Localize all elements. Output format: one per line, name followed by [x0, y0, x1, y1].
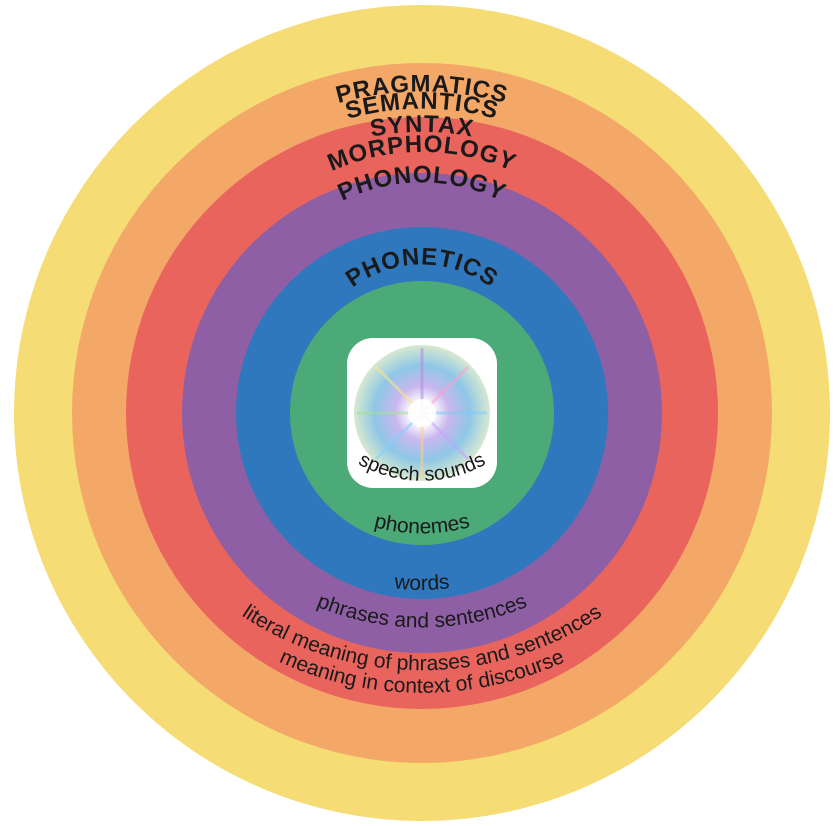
radiant-disc-icon — [347, 338, 497, 488]
morphology-description: words — [393, 570, 451, 595]
